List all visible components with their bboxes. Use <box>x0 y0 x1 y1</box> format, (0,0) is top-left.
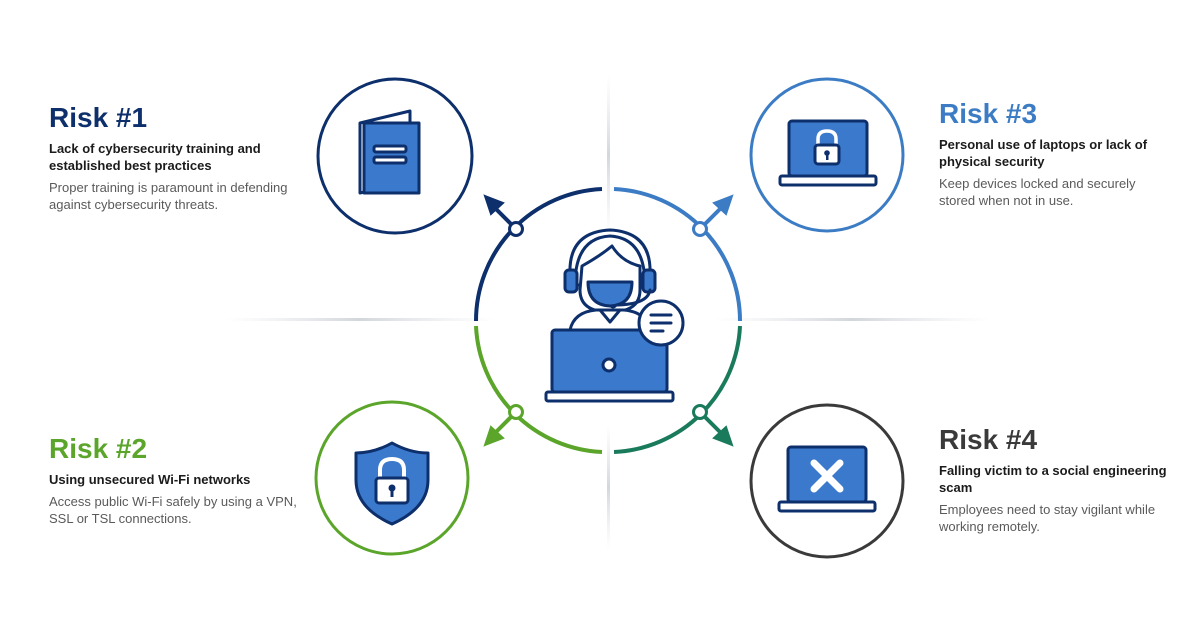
risk4-title: Risk #4 <box>939 424 1038 455</box>
risk4-text-block: Risk #4 Falling victim to a social engin… <box>939 424 1169 535</box>
book-icon <box>358 109 421 195</box>
arrow-risk2 <box>483 404 524 447</box>
risk2-description: Access public Wi-Fi safely by using a VP… <box>49 494 297 526</box>
risk1-description: Proper training is paramount in defendin… <box>49 180 288 212</box>
risk3-subtitle: Personal use of laptops or lack of physi… <box>939 137 1148 169</box>
divider-lines <box>225 75 990 550</box>
connector-arrows <box>483 194 734 447</box>
risk1-title: Risk #1 <box>49 102 148 133</box>
arrow-risk4 <box>692 404 734 447</box>
risk4-description: Employees need to stay vigilant while wo… <box>939 502 1156 534</box>
shield-lock-icon <box>354 441 430 526</box>
risk3-icon-circle <box>749 77 905 233</box>
risk2-text-block: Risk #2 Using unsecured Wi-Fi networks A… <box>49 433 299 527</box>
remote-worker-icon <box>544 228 685 403</box>
laptop-x-icon <box>777 445 877 513</box>
risk1-subtitle: Lack of cybersecurity training and estab… <box>49 141 261 173</box>
risk2-icon-circle <box>314 400 470 556</box>
risk1-icon-circle <box>316 77 474 235</box>
risk2-title: Risk #2 <box>49 433 148 464</box>
risk4-icon-circle <box>749 403 905 559</box>
risk2-subtitle: Using unsecured Wi-Fi networks <box>49 472 251 487</box>
risk3-title: Risk #3 <box>939 98 1038 129</box>
laptop-lock-icon <box>778 119 878 187</box>
arrow-risk1 <box>483 194 524 237</box>
arrow-risk3 <box>692 194 734 237</box>
risk1-text-block: Risk #1 Lack of cybersecurity training a… <box>49 102 289 213</box>
risk4-subtitle: Falling victim to a social engineering s… <box>939 463 1167 495</box>
risk3-text-block: Risk #3 Personal use of laptops or lack … <box>939 98 1169 209</box>
risk3-description: Keep devices locked and securely stored … <box>939 176 1136 208</box>
